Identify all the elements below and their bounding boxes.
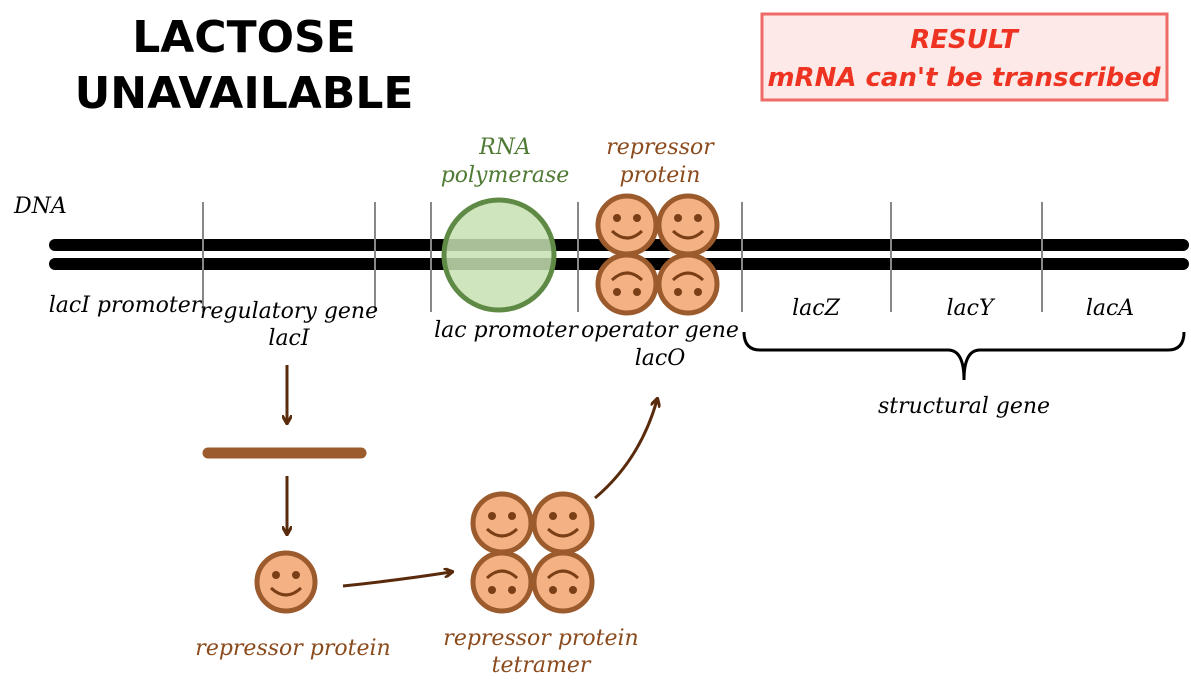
repressor-top-label-line2: protein: [620, 163, 701, 188]
operator-gene-label-line2: lacO: [635, 346, 686, 371]
arrow-tetramer-to-operator: [594, 400, 657, 500]
structural-gene-brace: [742, 331, 1186, 381]
rna-polymerase-label-line1: RNA: [478, 135, 531, 160]
tetramer-label-line2: tetramer: [492, 653, 592, 678]
regulatory-gene-label-line2: lacI: [268, 326, 310, 351]
arrow-monomer-to-tetramer: [342, 572, 451, 588]
regulatory-gene-label-line1: regulatory gene: [200, 299, 378, 324]
structural-gene-label: structural gene: [878, 394, 1050, 419]
repressor-tetramer-free: [473, 494, 592, 611]
lacz-label: lacZ: [792, 296, 840, 321]
laca-label: lacA: [1086, 296, 1134, 321]
repressor-top-label-line1: repressor: [606, 135, 715, 160]
result-box: [760, 12, 1169, 102]
lac-promoter-label: lac promoter: [434, 318, 579, 343]
result-text: mRNA can't be transcribed: [767, 63, 1160, 93]
tetramer-label-line1: repressor protein: [443, 626, 638, 651]
lacy-label: lacY: [947, 296, 996, 321]
rna-polymerase: [441, 197, 557, 313]
rna-polymerase-label-line2: polymerase: [441, 163, 570, 188]
title-line1: LACTOSE: [132, 12, 356, 63]
laci-promoter-label: lacI promoter: [49, 293, 203, 318]
dna-label: DNA: [13, 194, 67, 219]
gene-separators: [202, 202, 1043, 312]
title-line2: UNAVAILABLE: [75, 68, 414, 119]
repressor-protein-label: repressor protein: [195, 636, 390, 661]
repressor-tetramer-bound: [598, 196, 717, 313]
operator-gene-label-line1: operator gene: [581, 318, 739, 343]
result-heading: RESULT: [910, 25, 1020, 55]
repressor-monomer: [257, 553, 315, 611]
